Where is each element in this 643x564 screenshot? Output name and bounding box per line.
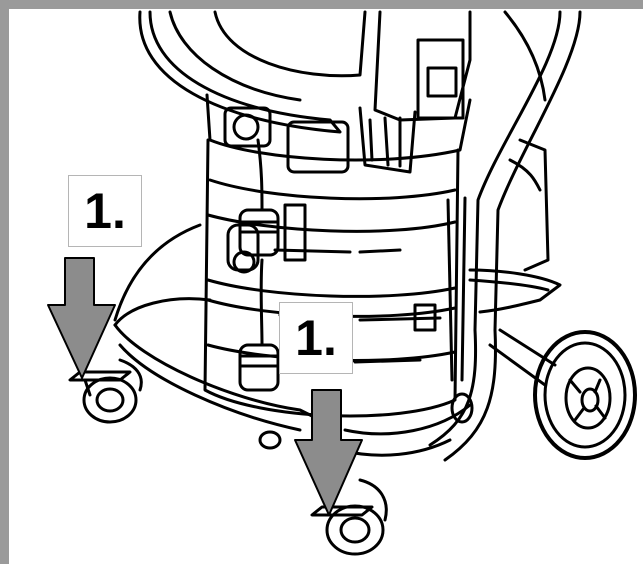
rear-wheel [533, 330, 637, 460]
left-caster [68, 358, 143, 424]
front-caster [310, 478, 388, 556]
motor-head [205, 10, 472, 174]
push-handle [428, 10, 582, 462]
step-label: 1. [68, 175, 142, 247]
arrow-down-icon [47, 257, 116, 379]
drum-body [203, 138, 460, 418]
chassis-frame [113, 223, 562, 457]
step-label: 1. [279, 302, 353, 374]
hose-cartridges [226, 138, 280, 392]
rear-caster [258, 392, 474, 450]
arrow-down-icon [294, 389, 363, 516]
top-handle [138, 10, 342, 134]
